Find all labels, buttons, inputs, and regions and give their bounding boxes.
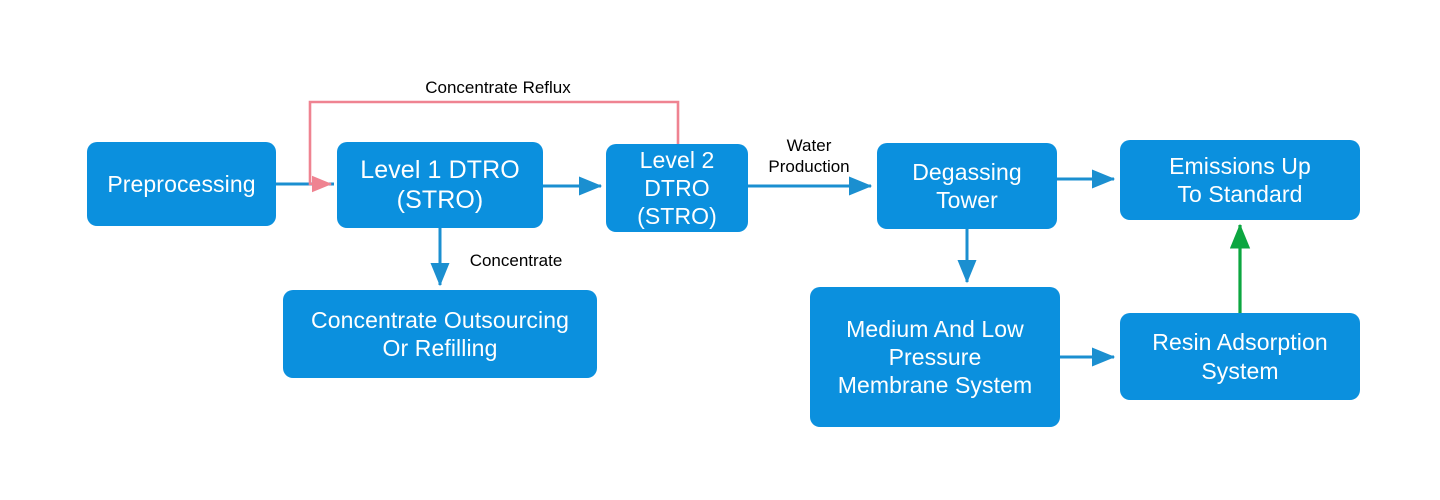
node-concentrate-outsourcing-or-refilling[interactable]: Concentrate Outsourcing Or Refilling (283, 290, 597, 378)
node-emissions-up-to-standard[interactable]: Emissions Up To Standard (1120, 140, 1360, 220)
node-level-2-dtro[interactable]: Level 2 DTRO (STRO) (606, 144, 748, 232)
node-degassing-tower[interactable]: Degassing Tower (877, 143, 1057, 229)
node-label: Preprocessing (107, 170, 256, 197)
node-label: Resin Adsorption System (1152, 329, 1328, 384)
node-label: Degassing Tower (912, 158, 1022, 213)
node-resin-adsorption-system[interactable]: Resin Adsorption System (1120, 313, 1360, 400)
node-label: Medium And Low Pressure Membrane System (837, 315, 1033, 399)
node-label: Level 1 DTRO (STRO) (360, 155, 520, 215)
node-label: Level 2 DTRO (STRO) (637, 146, 717, 230)
node-preprocessing[interactable]: Preprocessing (87, 142, 276, 226)
node-label: Emissions Up To Standard (1169, 152, 1311, 207)
node-medium-and-low-pressure-membrane-system[interactable]: Medium And Low Pressure Membrane System (810, 287, 1060, 427)
node-level-1-dtro[interactable]: Level 1 DTRO (STRO) (337, 142, 543, 228)
edge-label-concentrate-reflux: Concentrate Reflux (425, 78, 571, 97)
node-label: Concentrate Outsourcing Or Refilling (311, 306, 569, 361)
edge-label-water-production: Water Production (768, 136, 850, 177)
edge-label-concentrate: Concentrate (469, 251, 563, 270)
